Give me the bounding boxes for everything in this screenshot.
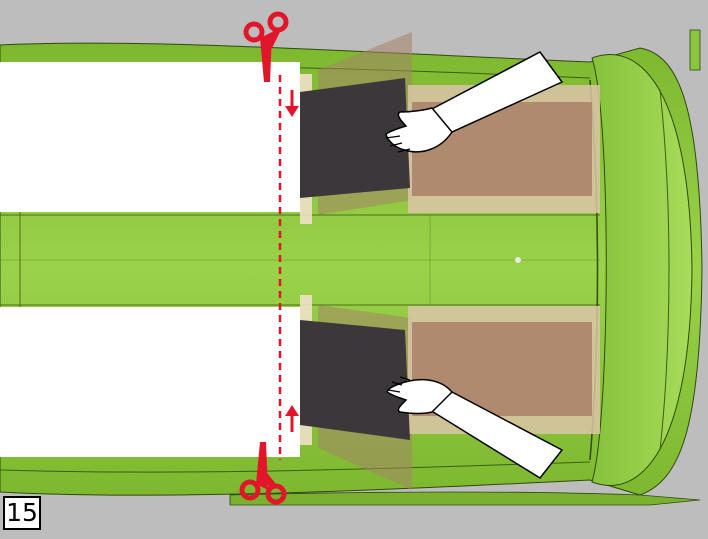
- wrap-panel-bottom: [300, 295, 600, 490]
- hand-icon: [385, 51, 564, 153]
- film-strip-bottom: [0, 307, 300, 457]
- scissors-icon: [243, 11, 289, 82]
- scissors-icon: [239, 442, 287, 505]
- film-strip-top: [0, 62, 300, 212]
- arrow-icon: [285, 90, 299, 117]
- hand-icon: [386, 376, 564, 479]
- arrow-icon: [285, 405, 299, 432]
- wrap-panel-top: [300, 32, 600, 224]
- step-number-badge: 15: [3, 496, 41, 530]
